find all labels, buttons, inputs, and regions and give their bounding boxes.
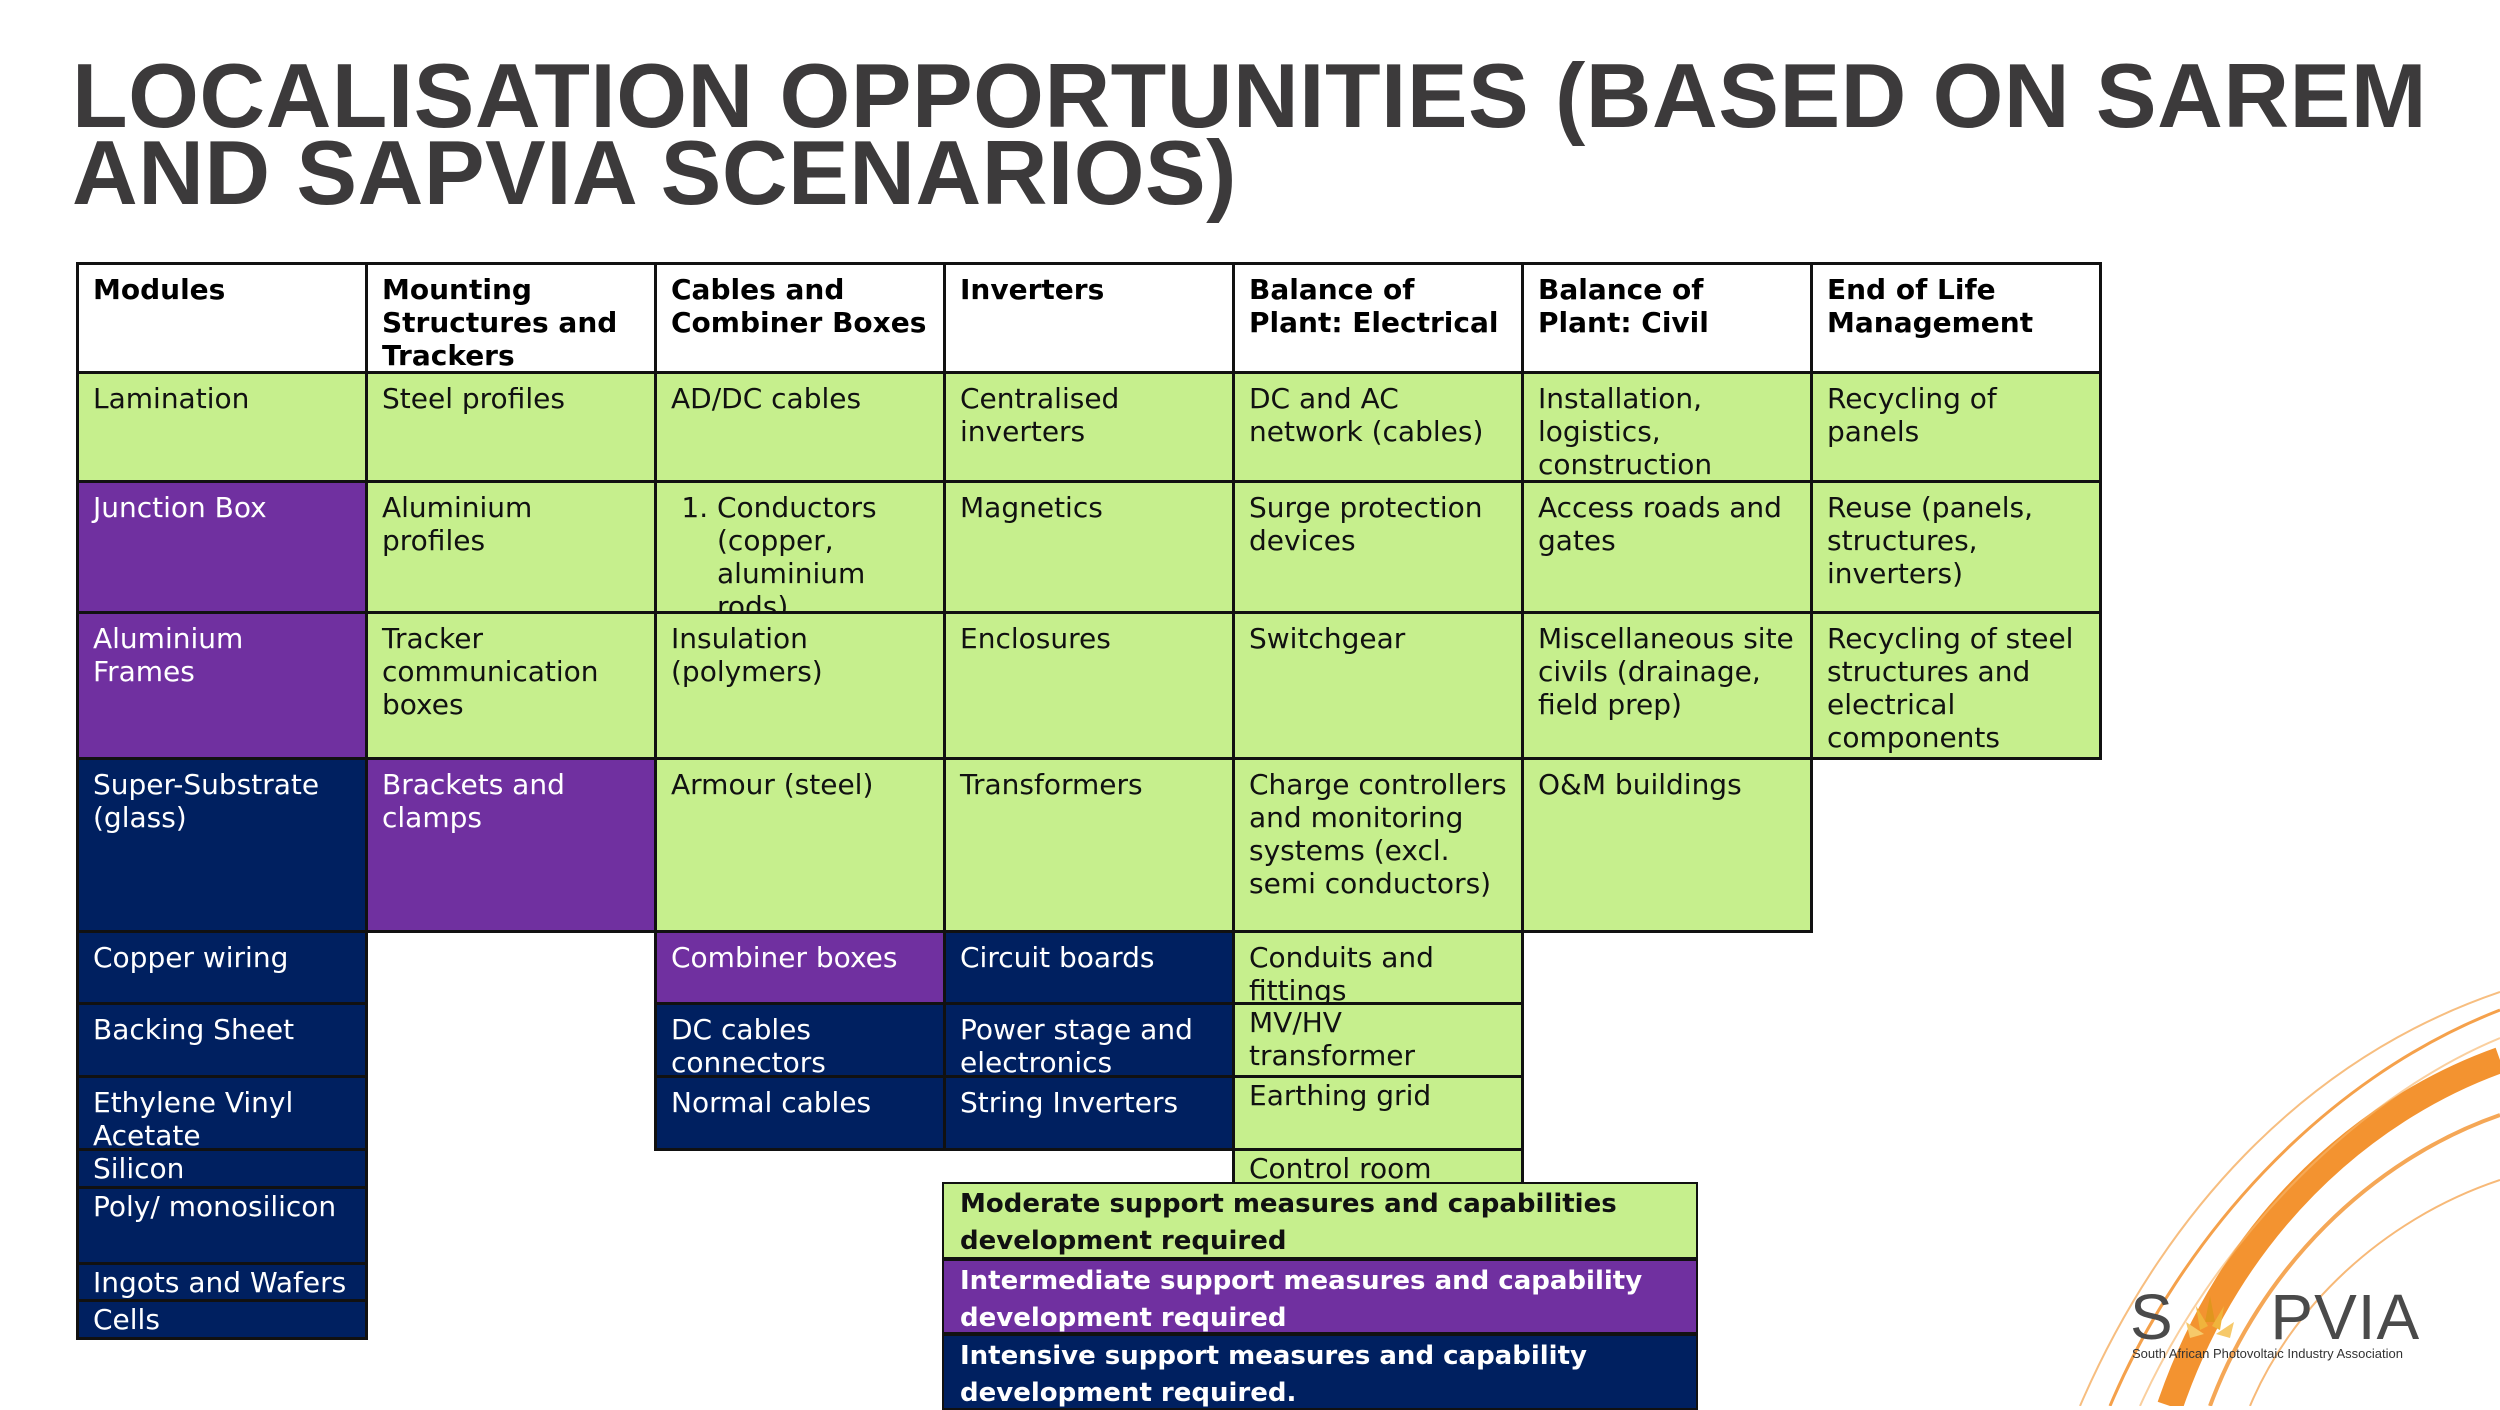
logo-tagline: South African Photovoltaic Industry Asso…: [2132, 1346, 2403, 1361]
page-title: LOCALISATION OPPORTUNITIES (BASED ON SAR…: [72, 46, 2472, 224]
modules-cell-junction-box: Junction Box: [76, 480, 368, 614]
modules-cell-cells: Cells: [76, 1299, 368, 1340]
electrical-cell-switchgear: Switchgear: [1232, 611, 1524, 760]
cables-cell-armour: Armour (steel): [654, 757, 946, 933]
cables-cell-normal-cables: Normal cables: [654, 1075, 946, 1151]
swoosh-arc-3: [2079, 991, 2500, 1406]
electrical-cell-earthing: Earthing grid: [1232, 1075, 1524, 1151]
modules-cell-super-substrate: Super-Substrate (glass): [76, 757, 368, 933]
legend-intermediate: Intermediate support measures and capabi…: [942, 1259, 1698, 1334]
eol-cell-reuse: Reuse (panels, structures, inverters): [1810, 480, 2102, 614]
legend-moderate: Moderate support measures and capabiliti…: [942, 1182, 1698, 1259]
swoosh-arc-2: [2157, 1047, 2500, 1406]
inverters-cell-transformers: Transformers: [943, 757, 1235, 933]
mounting-cell-tracker-boxes: Tracker communication boxes: [365, 611, 657, 760]
sapvia-logo: S PVIA South African Photovoltaic Indust…: [2130, 1281, 2430, 1370]
civil-cell-misc-civils: Miscellaneous site civils (drainage, fie…: [1521, 611, 1813, 760]
civil-cell-access-roads: Access roads and gates: [1521, 480, 1813, 614]
eol-cell-recycling-panels: Recycling of panels: [1810, 371, 2102, 483]
header-cables-combiner-boxes: Cables and Combiner Boxes: [654, 262, 946, 374]
header-bop-civil: Balance of Plant: Civil: [1521, 262, 1813, 374]
inverters-cell-enclosures: Enclosures: [943, 611, 1235, 760]
modules-cell-lamination: Lamination: [76, 371, 368, 483]
legend: Moderate support measures and capabiliti…: [942, 1182, 1698, 1410]
modules-cell-backing-sheet: Backing Sheet: [76, 1002, 368, 1078]
header-mounting-structures: Mounting Structures and Trackers: [365, 262, 657, 374]
inverters-cell-circuit-boards: Circuit boards: [943, 930, 1235, 1005]
conductors-list-item: Conductors (copper, aluminium rods): [717, 491, 931, 611]
legend-intensive: Intensive support measures and capabilit…: [942, 1334, 1698, 1410]
cables-cell-insulation: Insulation (polymers): [654, 611, 946, 760]
inverters-cell-power-stage: Power stage and electronics: [943, 1002, 1235, 1078]
swoosh-arc-5: [2139, 1037, 2500, 1406]
modules-cell-polysilicon: Poly/ monosilicon: [76, 1186, 368, 1265]
header-inverters: Inverters: [943, 262, 1235, 374]
cables-cell-combiner-boxes: Combiner boxes: [654, 930, 946, 1005]
civil-cell-om-buildings: O&M buildings: [1521, 757, 1813, 933]
mounting-cell-aluminium-profiles: Aluminium profiles: [365, 480, 657, 614]
logo-wordmark: S PVIA: [2130, 1281, 2421, 1353]
cables-cell-dc-connectors: DC cables connectors: [654, 1002, 946, 1078]
mounting-cell-brackets-clamps: Brackets and clamps: [365, 757, 657, 933]
inverters-cell-string: String Inverters: [943, 1075, 1235, 1151]
conductors-list: Conductors (copper, aluminium rods): [671, 491, 931, 611]
cables-cell-ad-dc: AD/DC cables: [654, 371, 946, 483]
page-title-line-2: AND SAPVIA SCENARIOS): [72, 123, 1237, 224]
header-modules: Modules: [76, 262, 368, 374]
modules-cell-silicon: Silicon: [76, 1148, 368, 1189]
electrical-cell-dc-ac-network: DC and AC network (cables): [1232, 371, 1524, 483]
electrical-cell-surge-protection: Surge protection devices: [1232, 480, 1524, 614]
mounting-cell-steel-profiles: Steel profiles: [365, 371, 657, 483]
eol-cell-recycling-steel: Recycling of steel structures and electr…: [1810, 611, 2102, 760]
header-bop-electrical: Balance of Plant: Electrical: [1232, 262, 1524, 374]
inverters-cell-centralised: Centralised inverters: [943, 371, 1235, 483]
cables-cell-conductors: Conductors (copper, aluminium rods): [654, 480, 946, 614]
swoosh-arc-1: [2108, 1008, 2500, 1406]
civil-cell-installation: Installation, logistics, construction: [1521, 371, 1813, 483]
orange-swoosh-graphic: [2079, 991, 2500, 1406]
modules-cell-eva: Ethylene Vinyl Acetate: [76, 1075, 368, 1151]
inverters-cell-magnetics: Magnetics: [943, 480, 1235, 614]
modules-cell-copper-wiring: Copper wiring: [76, 930, 368, 1005]
sun-icon: [2186, 1296, 2234, 1338]
modules-cell-aluminium-frames: Aluminium Frames: [76, 611, 368, 760]
electrical-cell-charge-controllers: Charge controllers and monitoring system…: [1232, 757, 1524, 933]
modules-cell-ingots-wafers: Ingots and Wafers: [76, 1262, 368, 1302]
page-title-line-1: LOCALISATION OPPORTUNITIES (BASED ON SAR…: [72, 46, 2428, 147]
electrical-cell-conduits: Conduits and fittings: [1232, 930, 1524, 1005]
header-end-of-life: End of Life Management: [1810, 262, 2102, 374]
localisation-table: Modules Mounting Structures and Trackers…: [76, 262, 2104, 1340]
swoosh-arc-4: [2208, 1113, 2500, 1406]
swoosh-arc-6: [2249, 1179, 2500, 1406]
electrical-cell-mv-hv: MV/HV transformer: [1232, 1002, 1524, 1078]
